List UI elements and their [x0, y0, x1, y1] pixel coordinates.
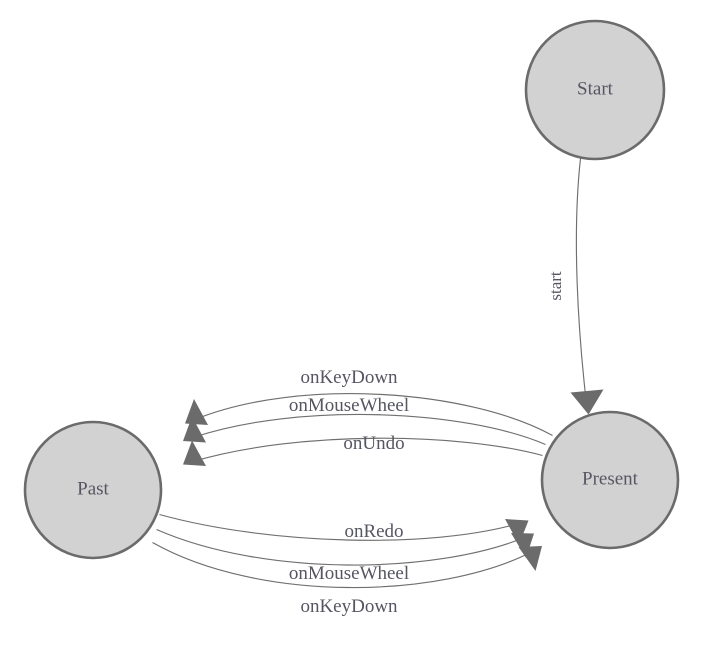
- edge-present-to-past-onkeydown[interactable]: onKeyDown: [185, 367, 553, 437]
- edge-label-past-present-onredo: onRedo: [344, 521, 403, 542]
- edge-present-to-past-onmousewheel-path: [192, 413, 546, 446]
- arrowhead-into-past-3: [183, 440, 206, 466]
- edge-label-past-present-onmousewheel: onMouseWheel: [289, 563, 409, 584]
- node-past[interactable]: Past: [23, 420, 163, 560]
- edge-past-to-present-onkeydown[interactable]: onKeyDown: [152, 541, 543, 618]
- edge-label-present-past-onmousewheel: onMouseWheel: [289, 395, 409, 416]
- node-start[interactable]: Start: [524, 19, 666, 161]
- arrowhead-into-past-2: [183, 416, 206, 443]
- edge-label-start: start: [546, 271, 565, 301]
- edge-label-past-present-onkeydown: onKeyDown: [300, 596, 398, 617]
- edge-present-to-past-onmousewheel[interactable]: onMouseWheel: [183, 395, 546, 446]
- node-start-label: Start: [577, 78, 614, 99]
- node-past-label: Past: [77, 478, 109, 499]
- edge-past-to-present-onredo[interactable]: onRedo: [159, 513, 529, 545]
- arrowhead-into-present-top: [570, 389, 604, 415]
- edge-past-to-present-onmousewheel-path: [156, 528, 525, 566]
- edge-present-to-past-onundo-path: [192, 437, 543, 463]
- arrowhead-into-past-1: [185, 399, 208, 425]
- edge-label-present-past-onundo: onUndo: [343, 433, 404, 454]
- node-present-label: Present: [582, 468, 639, 489]
- edge-past-to-present-onmousewheel[interactable]: onMouseWheel: [156, 528, 535, 585]
- arrowhead-into-present-1: [505, 519, 529, 545]
- node-start-circle: [524, 19, 666, 161]
- node-past-circle: [23, 420, 163, 560]
- edge-past-to-present-onkeydown-path: [152, 541, 533, 589]
- arrowhead-into-present-3: [518, 546, 542, 571]
- edge-label-present-past-onkeydown: onKeyDown: [300, 367, 398, 388]
- edge-present-to-past-onundo[interactable]: onUndo: [183, 433, 543, 466]
- node-present[interactable]: Present: [540, 410, 680, 550]
- arrowhead-into-present-2: [511, 533, 534, 558]
- edge-start-to-present[interactable]: start: [546, 158, 604, 415]
- edge-start-to-present-path: [575, 158, 588, 405]
- edge-past-to-present-onredo-path: [159, 513, 519, 541]
- edge-present-to-past-onkeydown-path: [194, 393, 553, 437]
- node-present-circle: [540, 410, 680, 550]
